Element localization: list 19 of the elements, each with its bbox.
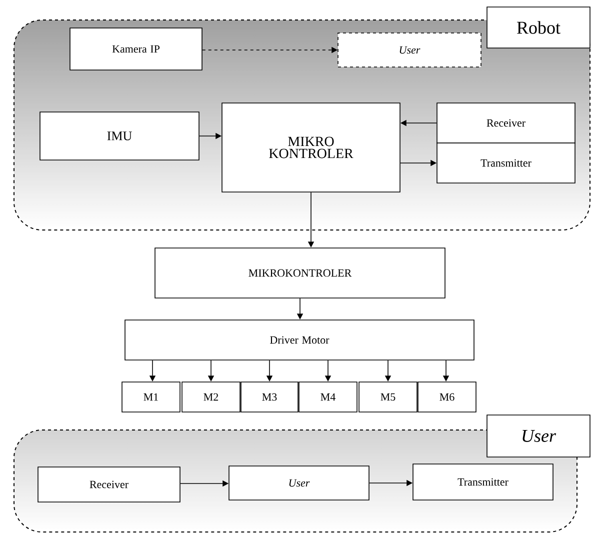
process-box: M3: [240, 382, 298, 412]
process-box: Driver Motor: [124, 320, 474, 360]
process-box: Transmitter: [436, 142, 576, 184]
process-box: M4: [298, 382, 358, 412]
heading-box: Robot: [486, 6, 590, 48]
process-box: IMU: [40, 112, 200, 160]
process-box: M6: [418, 382, 476, 412]
process-box: M1: [122, 382, 180, 412]
process-box: Receiver: [38, 466, 180, 502]
process-box: User: [228, 466, 370, 500]
process-box: M5: [358, 382, 418, 412]
process-box: MIKRO KONTROLER: [222, 102, 400, 192]
process-box: Transmitter: [412, 464, 554, 500]
process-box: Receiver: [436, 102, 576, 144]
heading-box: User: [486, 414, 590, 458]
process-box: User: [338, 32, 482, 68]
process-box: M2: [182, 382, 240, 412]
process-box: Kamera IP: [70, 28, 202, 70]
process-box: MIKROKONTROLER: [154, 248, 446, 298]
